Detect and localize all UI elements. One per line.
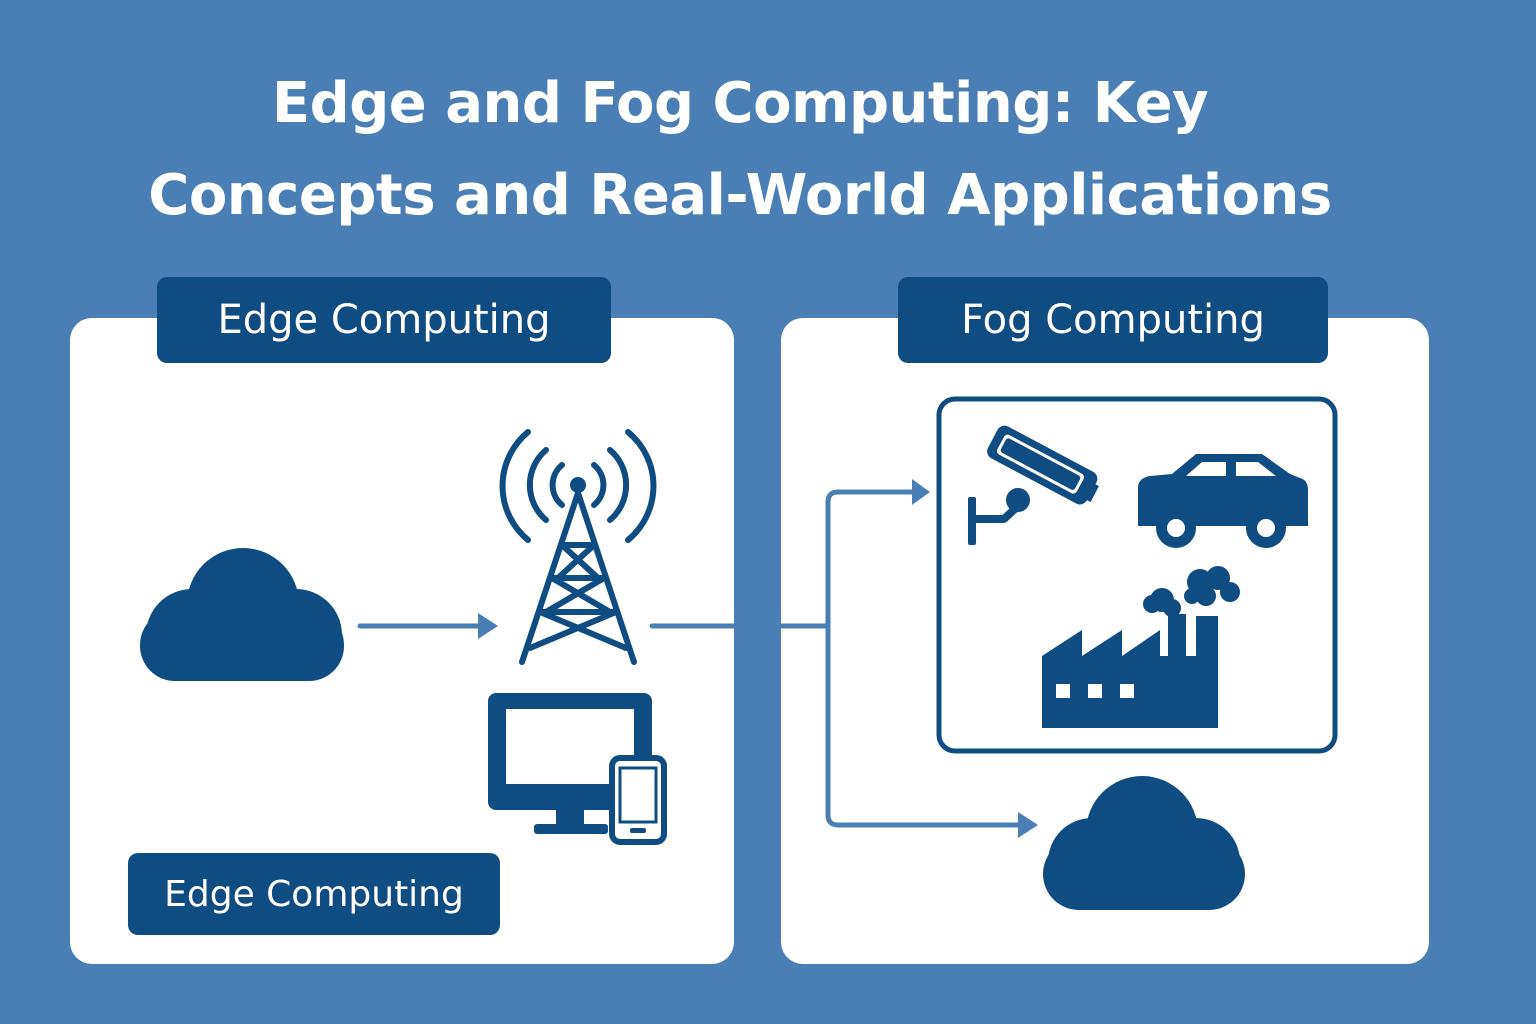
car-icon [1138, 454, 1308, 548]
arrow-right-icon [357, 613, 498, 639]
fog-computing-label: Fog Computing [898, 277, 1328, 363]
cell-tower-icon [499, 429, 657, 665]
edge-computing-label: Edge Computing [157, 277, 611, 363]
smartphone-icon [609, 755, 667, 845]
title-line-2: Concepts and Real-World Applications [148, 163, 1332, 228]
security-camera-icon [968, 425, 1099, 545]
cloud-icon [1043, 776, 1245, 910]
page-title: Edge and Fog Computing: Key Concepts and… [40, 58, 1440, 242]
edge-computing-footer-label: Edge Computing [128, 853, 500, 935]
factory-icon [1042, 566, 1240, 728]
cloud-icon [140, 548, 344, 681]
title-line-1: Edge and Fog Computing: Key [271, 71, 1209, 136]
connector-lines [649, 489, 1025, 828]
arrow-right-icon [912, 479, 1038, 838]
